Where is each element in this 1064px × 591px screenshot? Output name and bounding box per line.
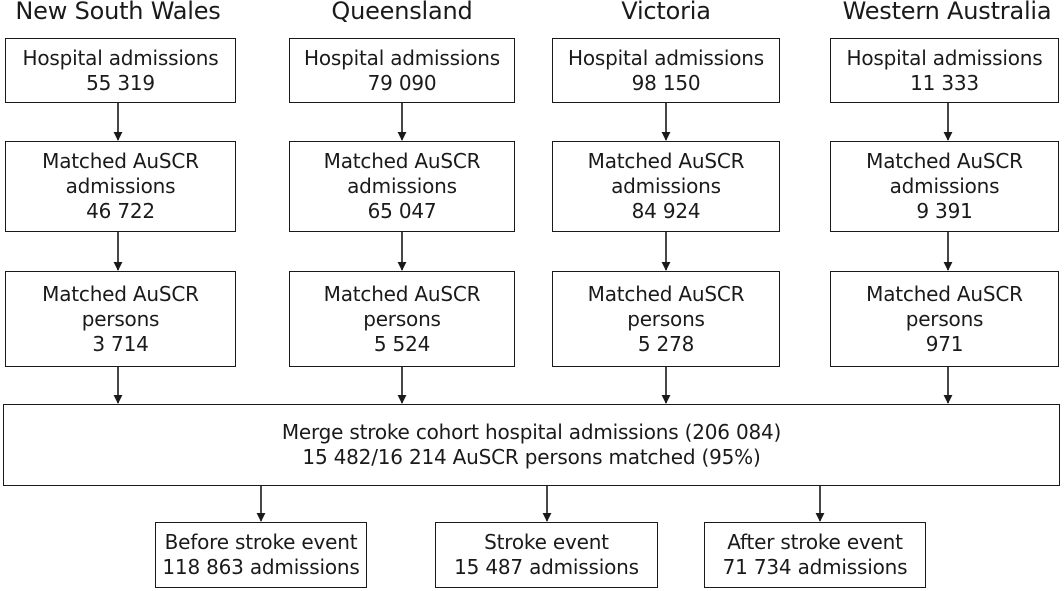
hospital-admissions-box-qld: Hospital admissions 79 090	[289, 38, 515, 103]
matched-persons-box-wa: Matched AuSCR persons 971	[830, 271, 1059, 367]
box-label: Matched AuSCR	[323, 281, 481, 306]
matched-admissions-box-nsw: Matched AuSCR admissions 46 722	[5, 141, 236, 232]
box-label: admissions	[889, 174, 1000, 198]
matched-admissions-box-qld: Matched AuSCR admissions 65 047	[289, 141, 515, 232]
box-label: admissions	[611, 174, 721, 198]
box-label: Matched AuSCR	[587, 149, 745, 173]
state-heading-wa: Western Australia	[842, 0, 1052, 25]
box-value: 971	[925, 331, 964, 356]
box-label: persons	[627, 306, 705, 331]
box-value: 3 714	[92, 331, 149, 356]
box-value: 55 319	[86, 70, 155, 95]
outcome-label: Stroke event	[484, 530, 609, 554]
hospital-admissions-box-wa: Hospital admissions 11 333	[830, 38, 1059, 103]
box-label: persons	[363, 306, 441, 331]
outcome-label: After stroke event	[727, 530, 903, 554]
state-heading-vic: Victoria	[621, 0, 711, 25]
box-label: persons	[905, 306, 984, 331]
box-label: Matched AuSCR	[587, 281, 745, 306]
matched-persons-box-vic: Matched AuSCR persons 5 278	[552, 271, 780, 367]
box-value: 46 722	[86, 199, 155, 223]
box-label: Matched AuSCR	[866, 281, 1023, 306]
outcome-value: 71 734 admissions	[722, 555, 908, 579]
box-label: Hospital admissions	[304, 45, 500, 70]
box-value: 79 090	[367, 70, 437, 95]
merge-cohort-box: Merge stroke cohort hospital admissions …	[3, 404, 1060, 486]
box-label: Hospital admissions	[22, 45, 219, 70]
after-stroke-box: After stroke event 71 734 admissions	[704, 522, 926, 588]
outcome-value: 118 863 admissions	[162, 555, 360, 579]
box-label: admissions	[347, 174, 457, 198]
matched-persons-box-nsw: Matched AuSCR persons 3 714	[5, 271, 236, 367]
box-label: Matched AuSCR	[323, 149, 481, 173]
before-stroke-box: Before stroke event 118 863 admissions	[155, 522, 367, 588]
box-label: Matched AuSCR	[42, 281, 199, 306]
box-label: persons	[81, 306, 160, 331]
box-label: Hospital admissions	[568, 45, 764, 70]
box-value: 65 047	[367, 199, 437, 223]
box-value: 5 278	[637, 331, 695, 356]
matched-admissions-box-wa: Matched AuSCR admissions 9 391	[830, 141, 1059, 232]
outcome-value: 15 487 admissions	[454, 555, 639, 579]
box-value: 98 150	[631, 70, 701, 95]
box-label: Hospital admissions	[846, 45, 1043, 70]
box-value: 9 391	[916, 199, 973, 223]
merge-line-1: Merge stroke cohort hospital admissions …	[281, 420, 782, 444]
stroke-event-box: Stroke event 15 487 admissions	[435, 522, 658, 588]
state-heading-qld: Queensland	[331, 0, 473, 25]
box-value: 11 333	[910, 70, 979, 95]
matched-admissions-box-vic: Matched AuSCR admissions 84 924	[552, 141, 780, 232]
state-heading-nsw: New South Wales	[15, 0, 221, 25]
box-value: 5 524	[373, 331, 431, 356]
hospital-admissions-box-nsw: Hospital admissions 55 319	[5, 38, 236, 103]
box-label: Matched AuSCR	[866, 149, 1023, 173]
box-value: 84 924	[631, 199, 701, 223]
box-label: admissions	[65, 174, 176, 198]
box-label: Matched AuSCR	[42, 149, 199, 173]
matched-persons-box-qld: Matched AuSCR persons 5 524	[289, 271, 515, 367]
outcome-label: Before stroke event	[164, 530, 358, 554]
merge-line-2: 15 482/16 214 AuSCR persons matched (95%…	[302, 445, 761, 469]
hospital-admissions-box-vic: Hospital admissions 98 150	[552, 38, 780, 103]
